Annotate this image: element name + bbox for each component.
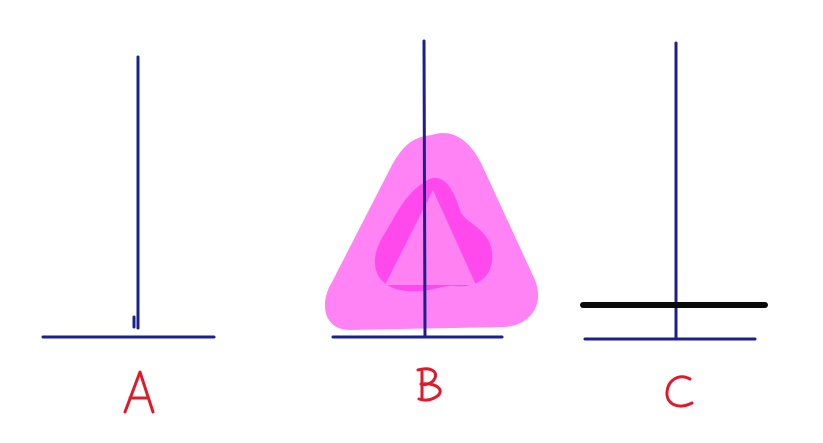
label-a-glyph — [123, 370, 155, 414]
label-c-glyph — [665, 375, 694, 408]
peg-b — [331, 39, 504, 339]
highlight-triangle-core — [385, 190, 476, 285]
peg-a-label: A — [140, 408, 141, 411]
peg-b-rod — [422, 39, 427, 338]
peg-c-label: C — [678, 397, 679, 399]
peg-a — [41, 55, 216, 339]
peg-b-highlight — [324, 133, 539, 330]
peg-c — [580, 41, 768, 341]
label-b-glyph — [416, 367, 442, 402]
